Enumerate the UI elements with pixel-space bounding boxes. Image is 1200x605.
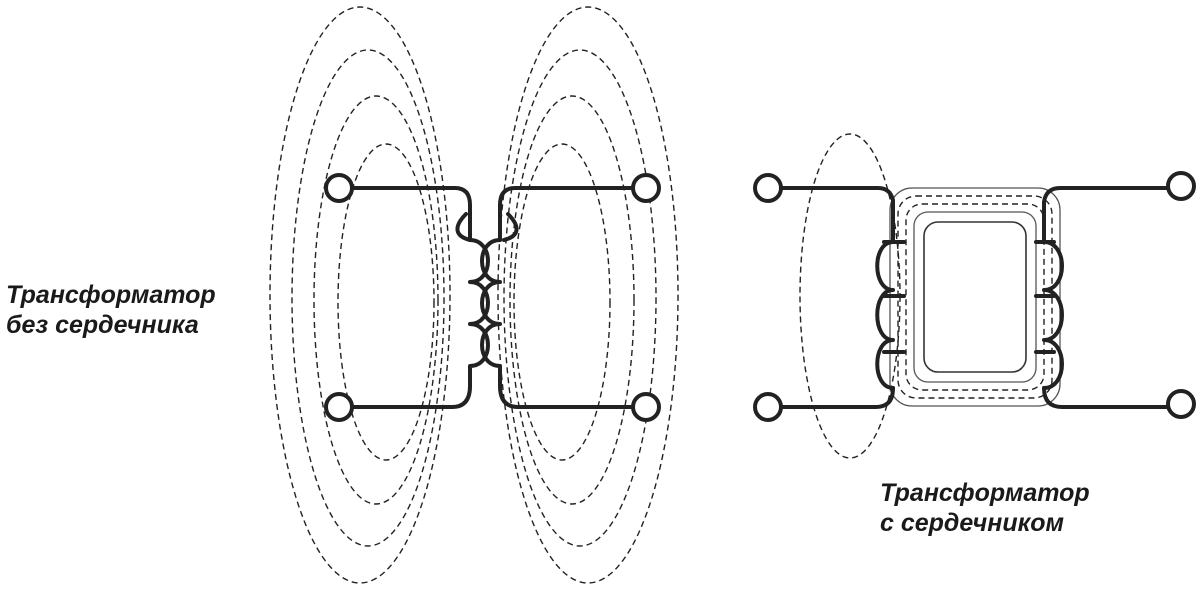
core-primary-bottom-lead	[781, 386, 895, 409]
secondary-winding	[480, 173, 661, 422]
core-primary-coil-front	[882, 240, 906, 354]
core-window	[923, 221, 1027, 373]
flux-line	[509, 95, 635, 505]
iron-core-caption-line-1: Трансформатор	[880, 479, 1090, 507]
iron-core-transformer	[753, 133, 1196, 459]
primary-terminal-bottom	[324, 392, 354, 422]
primary-top-lead	[351, 186, 472, 242]
air-core-caption-line-1: Трансформатор	[6, 281, 216, 309]
secondary-flux-lines	[497, 6, 679, 584]
core-primary-coil	[875, 240, 895, 390]
flux-line	[269, 6, 451, 584]
iron-core-caption: Трансформатор с сердечником	[880, 478, 1090, 538]
core-secondary-winding	[1034, 171, 1196, 419]
core-primary-terminal-top	[753, 173, 783, 203]
primary-flux-lines	[269, 6, 451, 584]
flux-line	[291, 49, 445, 547]
core-flux-mid	[905, 203, 1045, 391]
flux-line	[513, 143, 611, 461]
secondary-terminal-bottom	[631, 392, 661, 422]
core-secondary-terminal-top	[1166, 171, 1196, 201]
air-core-transformer	[269, 6, 679, 584]
core-primary-terminal-bottom	[753, 392, 783, 422]
primary-terminal-top	[324, 173, 354, 203]
core-primary-winding	[753, 173, 906, 422]
secondary-top-lead	[498, 186, 634, 242]
core-secondary-bottom-lead	[1042, 386, 1169, 409]
secondary-coil-tail	[502, 212, 519, 242]
air-core-caption-line-2: без сердечника	[6, 311, 199, 339]
core-primary-top-lead	[781, 186, 895, 244]
primary-coil-tail	[455, 212, 472, 242]
flux-line	[337, 143, 435, 461]
core-secondary-coil	[1042, 240, 1064, 390]
core-secondary-terminal-bottom	[1166, 389, 1196, 419]
flux-line	[313, 95, 439, 505]
secondary-terminal-top	[631, 173, 661, 203]
primary-winding	[324, 173, 490, 422]
flux-line	[497, 6, 679, 584]
air-core-caption: Трансформатор без сердечника	[6, 280, 216, 340]
secondary-coil	[480, 238, 520, 409]
flux-line	[503, 49, 657, 547]
core-secondary-coil-front	[1034, 240, 1056, 354]
core-secondary-top-lead	[1042, 186, 1169, 244]
iron-core-caption-line-2: с сердечником	[880, 509, 1065, 537]
